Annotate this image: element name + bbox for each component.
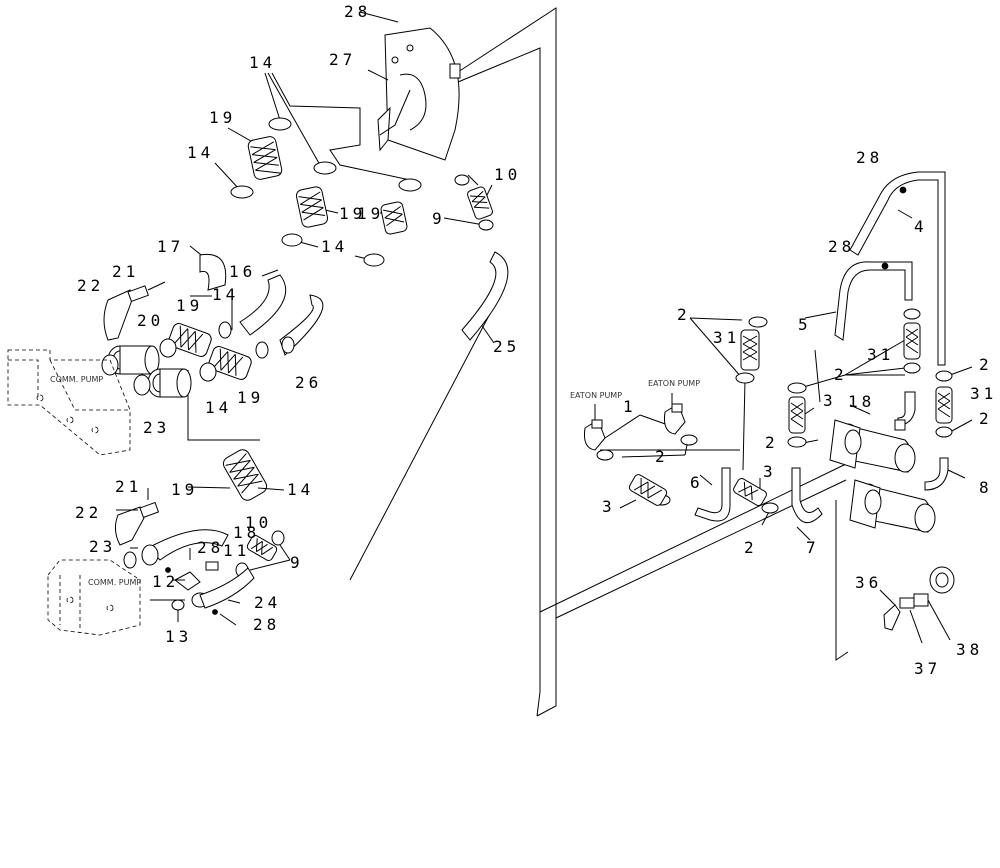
mesh-sleeves [168,136,493,561]
leader-lines-top [189,11,495,344]
callout-14: 14 [205,398,232,417]
callout-31: 31 [970,384,997,403]
callout-17: 17 [157,237,184,256]
callout-18: 18 [233,523,260,542]
eaton-fittings: EATON PUMP EATON PUMP [570,379,700,451]
callout-28: 28 [197,538,224,557]
callout-11: 11 [223,541,250,560]
eaton-pump-label-left: EATON PUMP [570,391,622,400]
callout-36: 36 [855,573,882,592]
callout-2: 2 [979,355,993,374]
housing-part-27 [377,27,461,161]
callout-28: 28 [856,148,883,167]
callout-9: 9 [432,209,446,228]
callout-19: 19 [339,204,366,223]
callout-10: 10 [245,513,272,532]
callout-2: 2 [979,409,993,428]
hoses-left [199,251,509,356]
callout-4: 4 [914,217,928,236]
callout-19: 19 [357,204,384,223]
filter-upper [829,419,916,473]
callout-2: 2 [834,365,848,384]
callout-19: 19 [176,296,203,315]
callout-19: 19 [171,480,198,499]
callout-2: 2 [655,447,669,466]
callout-3: 3 [602,497,616,516]
eaton-pump-label-right: EATON PUMP [648,379,700,388]
callout-38: 38 [956,640,983,659]
callout-28: 28 [828,237,855,256]
callout-23: 23 [89,537,116,556]
fittings-left [101,321,295,398]
callouts: 28 27 14 19 14 10 9 19 19 14 17 21 22 16… [75,2,997,678]
callout-10: 10 [494,165,521,184]
lower-left-assembly [114,486,291,626]
callout-2: 2 [677,305,691,324]
callout-28: 28 [253,615,280,634]
flange-upper [103,281,166,341]
callout-21: 21 [115,477,142,496]
callout-2: 2 [765,433,779,452]
callout-3: 3 [823,391,837,410]
callout-14: 14 [249,53,276,72]
callout-14: 14 [212,285,239,304]
callout-7: 7 [806,538,820,557]
callout-14: 14 [187,143,214,162]
comm-pump-upper: COMM. PUMP [7,349,131,456]
gauge-assembly [883,566,955,631]
callout-31: 31 [867,345,894,364]
comm-pump-lower-label: COMM. PUMP [88,578,141,587]
callout-20: 20 [137,311,164,330]
callout-22: 22 [75,503,102,522]
callout-12: 12 [152,572,179,591]
callout-8: 8 [979,478,993,497]
callout-6: 6 [690,473,704,492]
callout-31: 31 [713,328,740,347]
callout-3: 3 [763,462,777,481]
callout-18: 18 [848,392,875,411]
callout-16: 16 [229,262,256,281]
callout-24: 24 [254,593,281,612]
callout-13: 13 [165,627,192,646]
callout-14: 14 [287,480,314,499]
callout-28: 28 [344,2,371,21]
callout-21: 21 [112,262,139,281]
comm-pump-label: COMM. PUMP [50,375,103,384]
callout-25: 25 [493,337,520,356]
callout-37: 37 [914,659,941,678]
callout-19: 19 [209,108,236,127]
right-assembly: EATON PUMP EATON PUMP [570,171,973,644]
callout-1: 1 [623,397,637,416]
callout-2: 2 [744,538,758,557]
callout-27: 27 [329,50,356,69]
callout-26: 26 [295,373,322,392]
callout-22: 22 [77,276,104,295]
connector-lines [150,7,849,717]
filter-lower [849,479,936,533]
callout-19: 19 [237,388,264,407]
callout-5: 5 [798,315,812,334]
callout-14: 14 [321,237,348,256]
clamp-parts [230,117,494,267]
callout-9: 9 [290,553,304,572]
comm-pump-lower: COMM. PUMP [47,559,141,636]
callout-23: 23 [143,418,170,437]
